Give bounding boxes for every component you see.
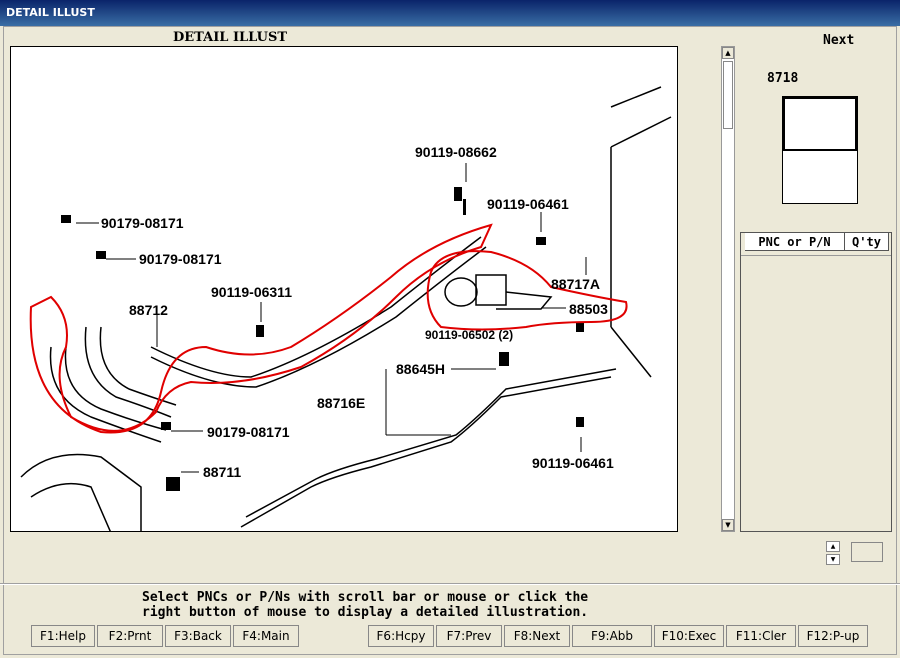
label-90119-06461-bottom[interactable]: 90119-06461 bbox=[532, 455, 614, 471]
label-88716e[interactable]: 88716E bbox=[317, 395, 365, 411]
illustration-drawing[interactable]: 90119-08662 90119-06461 90179-08171 9017… bbox=[11, 47, 678, 532]
fastener-icons bbox=[61, 187, 584, 491]
scroll-up-button[interactable]: ▲ bbox=[722, 47, 734, 59]
hose-drawing bbox=[20, 86, 672, 531]
f11-clear-button[interactable]: F11:Cler bbox=[726, 625, 796, 647]
window-title: DETAIL ILLUST bbox=[6, 6, 95, 19]
title-bar: DETAIL ILLUST bbox=[0, 0, 900, 26]
f1-help-button[interactable]: F1:Help bbox=[31, 625, 95, 647]
message-line-2: right button of mouse to display a detai… bbox=[142, 605, 589, 620]
next-label[interactable]: Next bbox=[823, 33, 855, 48]
illustration-scrollbar[interactable]: ▲ ▼ bbox=[721, 46, 735, 532]
f3-back-button[interactable]: F3:Back bbox=[165, 625, 231, 647]
label-90119-06311[interactable]: 90119-06311 bbox=[211, 284, 292, 300]
label-88503[interactable]: 88503 bbox=[569, 301, 608, 317]
instruction-message: Select PNCs or P/Ns with scroll bar or m… bbox=[142, 590, 588, 620]
illustration-title: DETAIL ILLUST bbox=[172, 30, 288, 45]
quantity-stepper[interactable]: ▲ ▼ bbox=[826, 541, 842, 567]
f7-prev-button[interactable]: F7:Prev bbox=[436, 625, 502, 647]
label-90179-08171-b[interactable]: 90179-08171 bbox=[139, 251, 222, 267]
label-88645h[interactable]: 88645H bbox=[396, 361, 445, 377]
label-90179-08171-a[interactable]: 90179-08171 bbox=[101, 215, 184, 231]
col-header-qty: Q'ty bbox=[845, 233, 889, 251]
f12-popup-button[interactable]: F12:P-up bbox=[798, 625, 868, 647]
label-90119-08662[interactable]: 90119-08662 bbox=[415, 144, 497, 160]
part-labels: 90119-08662 90119-06461 90179-08171 9017… bbox=[101, 144, 614, 480]
highlight-outlines bbox=[29, 223, 628, 434]
f2-print-button[interactable]: F2:Prnt bbox=[97, 625, 163, 647]
scroll-thumb[interactable] bbox=[723, 61, 733, 129]
label-88717a[interactable]: 88717A bbox=[551, 276, 600, 292]
sheet-id: 8718 bbox=[767, 71, 799, 86]
stepper-down-button[interactable]: ▼ bbox=[826, 554, 840, 565]
valve-drawing bbox=[444, 274, 553, 310]
f6-hardcopy-button[interactable]: F6:Hcpy bbox=[368, 625, 434, 647]
illustration-canvas[interactable]: 90119-08662 90119-06461 90179-08171 9017… bbox=[10, 46, 678, 532]
col-header-pnc: PNC or P/N bbox=[745, 233, 845, 251]
thumbnail-current-view[interactable] bbox=[783, 97, 857, 151]
f9-abb-button[interactable]: F9:Abb bbox=[572, 625, 652, 647]
label-90179-08171-c[interactable]: 90179-08171 bbox=[207, 424, 290, 440]
f4-main-button[interactable]: F4:Main bbox=[233, 625, 299, 647]
message-line-1: Select PNCs or P/Ns with scroll bar or m… bbox=[142, 590, 589, 605]
scroll-down-button[interactable]: ▼ bbox=[722, 519, 734, 531]
table-divider bbox=[741, 255, 891, 256]
stepper-up-button[interactable]: ▲ bbox=[826, 541, 840, 552]
label-90119-06461-top[interactable]: 90119-06461 bbox=[487, 196, 569, 212]
parts-table[interactable]: PNC or P/N Q'ty bbox=[740, 232, 892, 532]
divider bbox=[0, 583, 900, 585]
label-88712[interactable]: 88712 bbox=[129, 302, 168, 318]
quantity-field[interactable] bbox=[851, 542, 883, 562]
label-90119-06502[interactable]: 90119-06502 (2) bbox=[425, 328, 513, 342]
f10-exec-button[interactable]: F10:Exec bbox=[654, 625, 724, 647]
page-thumbnail[interactable] bbox=[782, 96, 858, 204]
label-88711[interactable]: 88711 bbox=[203, 464, 241, 480]
f8-next-button[interactable]: F8:Next bbox=[504, 625, 570, 647]
leader-lines bbox=[76, 163, 587, 473]
